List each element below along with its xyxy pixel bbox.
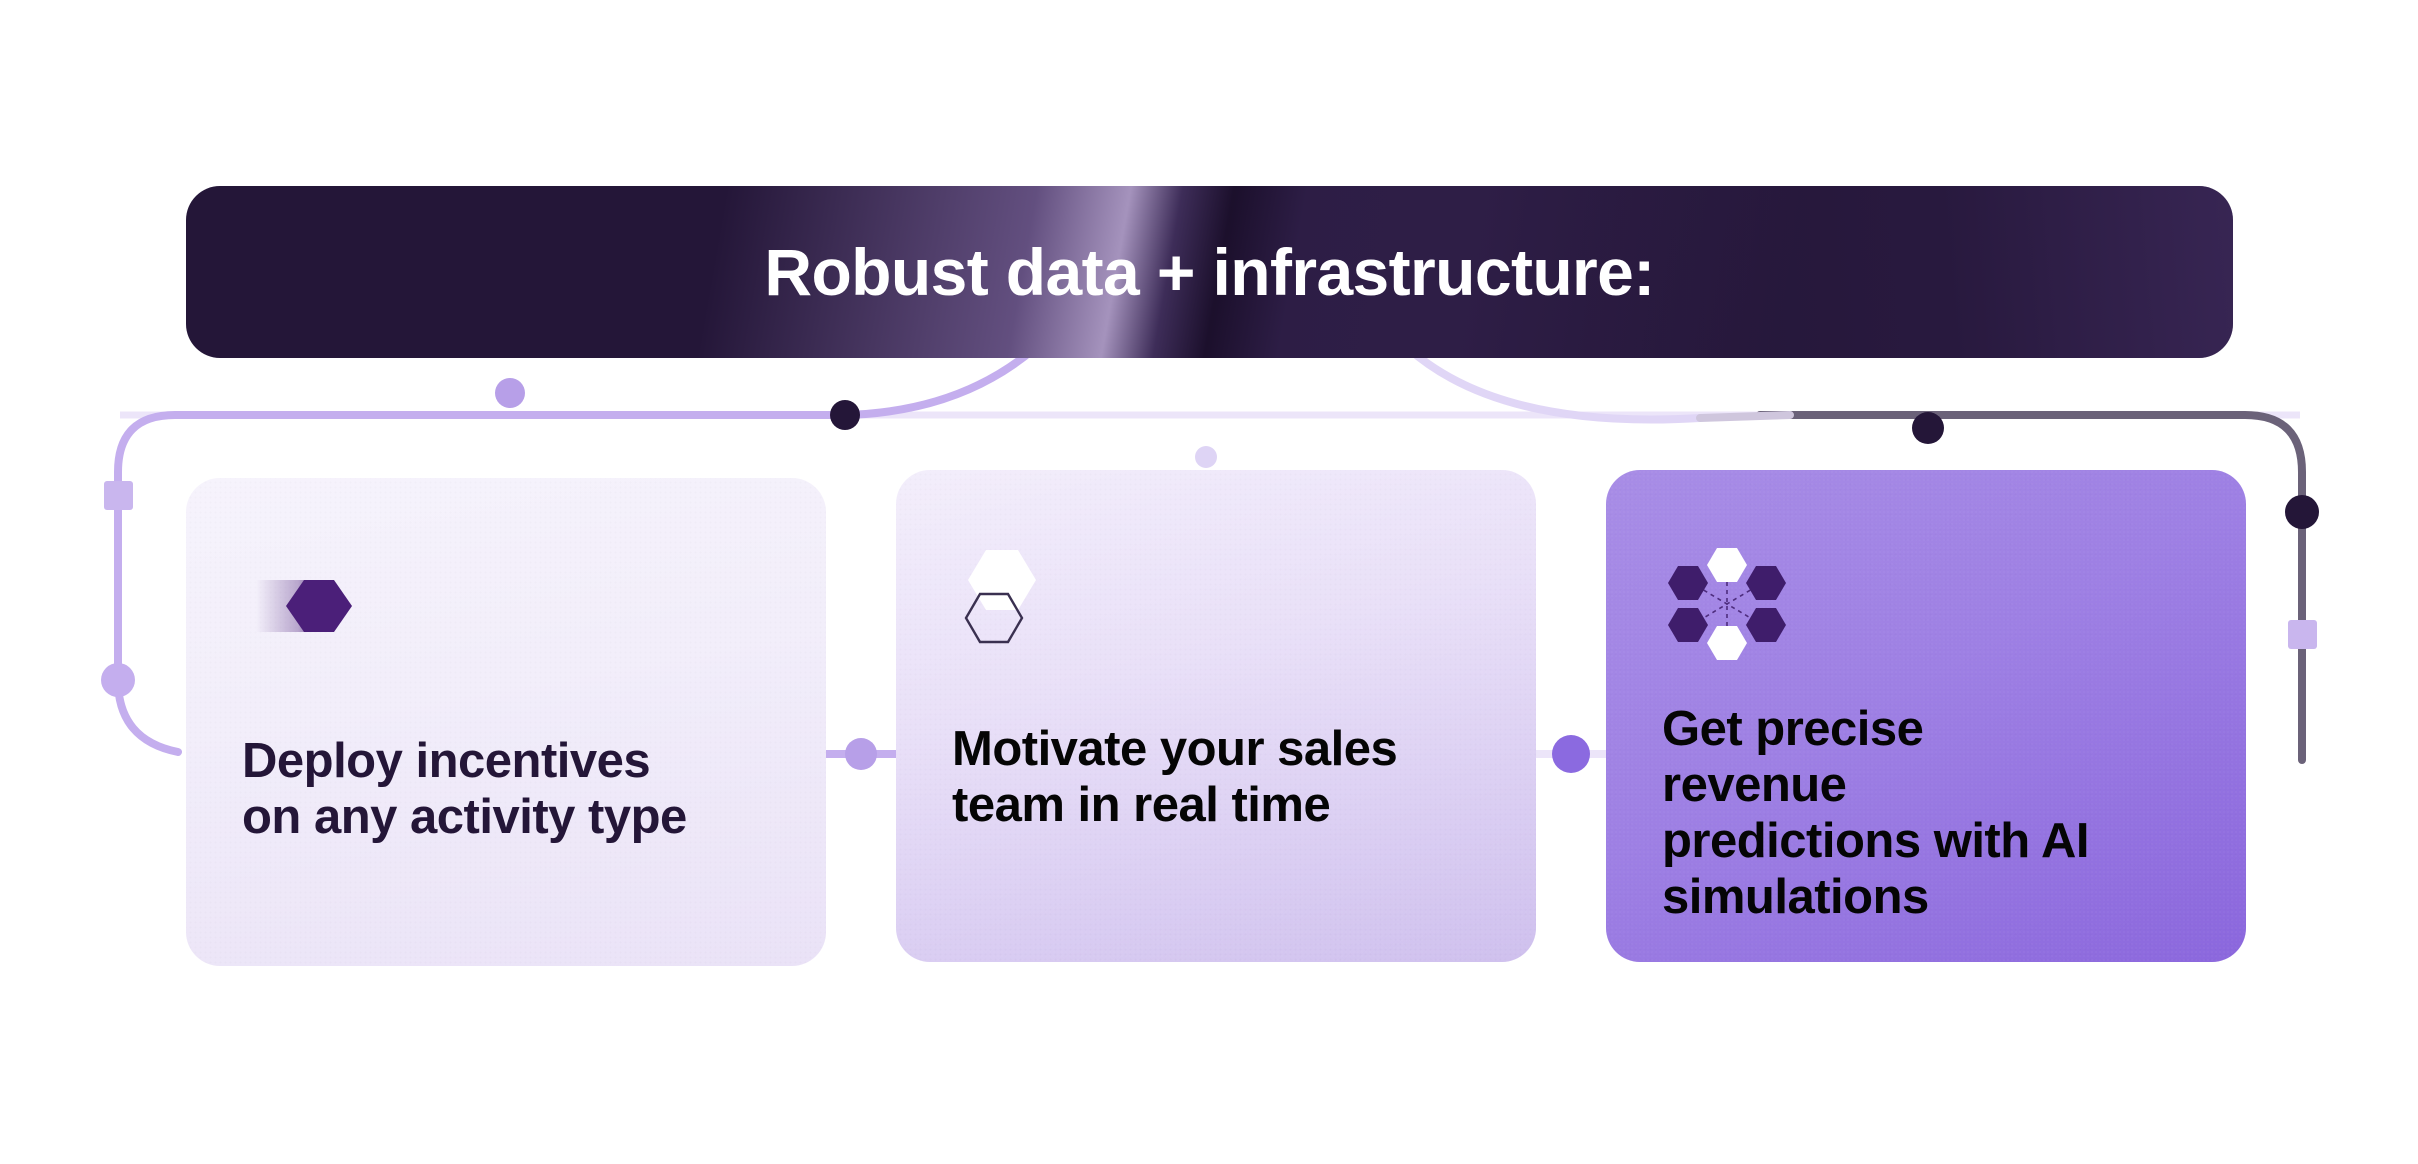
node-card1-top — [495, 378, 525, 408]
card2-title: Motivate your sales team in real time — [952, 722, 1398, 832]
rail-right-descend — [1404, 344, 1704, 424]
header-banner: Robust data + infrastructure: — [186, 186, 2233, 358]
node-card2-top — [1195, 446, 1217, 468]
node-link-1-2 — [845, 738, 877, 770]
node-left-dark — [830, 400, 860, 430]
card1-title: Deploy incentives on any activity type — [242, 734, 687, 844]
node-left-square — [104, 481, 133, 510]
card-revenue-predictions[interactable]: Get precise revenue predictions with AI … — [1606, 470, 2246, 962]
banner-sheen-overlay-secondary — [186, 186, 2233, 358]
node-card3-top — [1912, 412, 1944, 444]
banner-sheen-overlay — [186, 186, 2233, 358]
node-left-circle — [101, 663, 135, 697]
banner-title: Robust data + infrastructure: — [764, 235, 1655, 309]
rail-left-rise — [841, 344, 1039, 419]
hexagon-trail-icon — [242, 552, 770, 672]
card3-title: Get precise revenue predictions with AI … — [1662, 702, 2089, 924]
node-right-dark — [2285, 495, 2319, 529]
card-motivate-sales[interactable]: Motivate your sales team in real time — [896, 470, 1536, 962]
rail-right-fade — [1696, 411, 1794, 422]
hexagon-network-icon — [1662, 544, 2190, 664]
double-hexagon-icon — [952, 544, 1480, 664]
node-link-2-3 — [1552, 735, 1590, 773]
node-right-square — [2288, 620, 2317, 649]
card-deploy-incentives[interactable]: Deploy incentives on any activity type — [186, 478, 826, 966]
